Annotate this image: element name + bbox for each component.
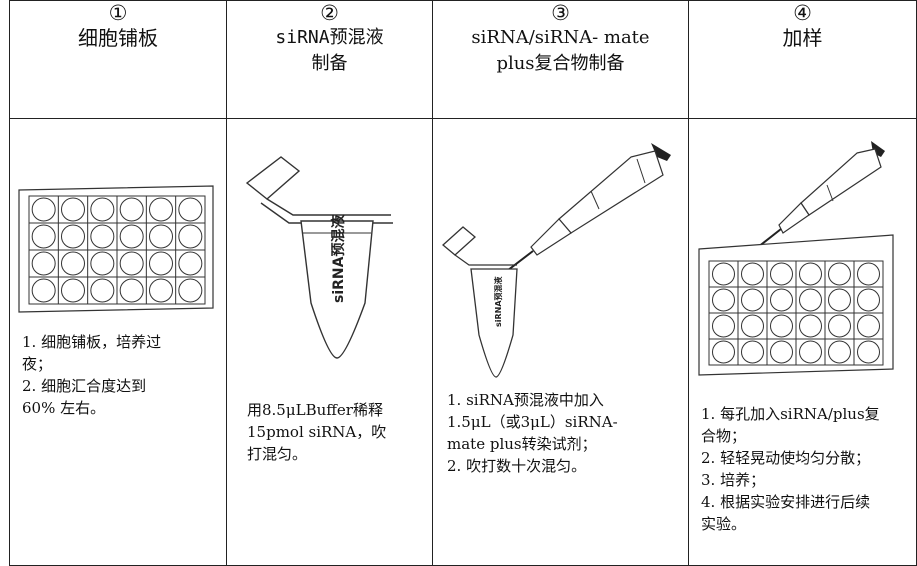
well-circle [119,224,144,249]
step-2-title: siRNA预混液 制备 [275,27,384,74]
well-circle [828,262,851,286]
step-4-description: 1. 每孔加入siRNA/plus复 合物； 2. 轻轻晃动使均匀分散； 3. … [701,405,880,533]
well-circle [857,340,880,364]
step-1-number: ① [108,1,128,25]
protocol-table: ① 细胞铺板 ② siRNA预混液 制备 ③ siRNA/siRNA- mate… [9,0,917,566]
step-3-cell: siRNA预混液 1. siRNA预混液中加入 1.5μL（或3μL）siRNA… [432,118,689,566]
well-circle [119,278,144,303]
well-circle [770,340,793,364]
well-circle [61,197,85,222]
well-circle [178,224,203,249]
step-2-tube-label: siRNA预混液 [330,214,347,303]
step-3-number: ③ [551,1,570,25]
step-2-description: 用8.5μLBuffer稀释 15pmol siRNA，吹 打混匀。 [247,401,387,463]
well-circle [178,197,203,222]
step-4-cell: 1. 每孔加入siRNA/plus复 合物； 2. 轻轻晃动使均匀分散； 3. … [688,118,917,566]
well-circle [61,224,85,249]
well-circle [857,262,880,286]
well-circle [90,197,115,222]
well-circle [857,314,880,338]
microtube-icon: siRNA预混液 [245,156,393,359]
well-circle [741,288,764,312]
well-circle [770,288,793,312]
well-circle [828,314,851,338]
well-circle [712,288,735,312]
well-plate-icon [18,185,214,313]
well-circle [712,262,735,286]
step-1-title: 细胞铺板 [78,26,158,50]
well-circle [828,340,851,364]
step-4-header: ④ 加样 [688,0,917,119]
step-4-number: ④ [793,1,812,25]
step-2-header: ② siRNA预混液 制备 [226,0,433,119]
header-row: ① 细胞铺板 ② siRNA预混液 制备 ③ siRNA/siRNA- mate… [9,0,917,119]
well-circle [61,278,85,303]
step-3-tube-label: siRNA预混液 [493,276,503,327]
well-circle [178,278,203,303]
well-circle [741,340,764,364]
well-circle [119,251,144,276]
well-circle [770,262,793,286]
well-circle [799,314,822,338]
well-circle [90,251,115,276]
well-circle [90,224,115,249]
step-3-header: ③ siRNA/siRNA- mate plus复合物制备 [432,0,689,119]
step-4-title: 加样 [782,26,823,50]
well-circle [770,314,793,338]
step-1-cell: 1. 细胞铺板，培养过 夜； 2. 细胞汇合度达到 60% 左右。 [9,118,227,566]
content-row: 1. 细胞铺板，培养过 夜； 2. 细胞汇合度达到 60% 左右。 siRNA预… [9,118,917,566]
well-circle [31,197,56,222]
well-circle [149,251,173,276]
well-circle [119,197,144,222]
step-3-description: 1. siRNA预混液中加入 1.5μL（或3μL）siRNA- mate pl… [447,391,618,475]
well-circle [178,251,203,276]
well-circle [712,314,735,338]
well-circle [799,288,822,312]
well-circle [741,314,764,338]
well-circle [90,278,115,303]
well-circle [712,340,735,364]
step-1-header: ① 细胞铺板 [9,0,227,119]
well-circle [149,197,173,222]
well-circle [741,262,764,286]
well-circle [857,288,880,312]
step-2-cell: siRNA预混液 用8.5μLBuffer稀释 15pmol siRNA，吹 打… [226,118,433,566]
well-circle [149,278,173,303]
pipette-and-tube-icon: siRNA预混液 [442,143,671,378]
step-1-description: 1. 细胞铺板，培养过 夜； 2. 细胞汇合度达到 60% 左右。 [22,333,162,417]
well-circle [31,224,56,249]
step-3-title: siRNA/siRNA- mate plus复合物制备 [471,27,650,74]
well-circle [31,278,56,303]
well-circle [799,262,822,286]
step-2-number: ② [320,1,339,25]
well-circle [799,340,822,364]
well-circle [31,251,56,276]
pipette-and-plate-icon [698,141,894,376]
well-circle [61,251,85,276]
well-circle [149,224,173,249]
well-circle [828,288,851,312]
